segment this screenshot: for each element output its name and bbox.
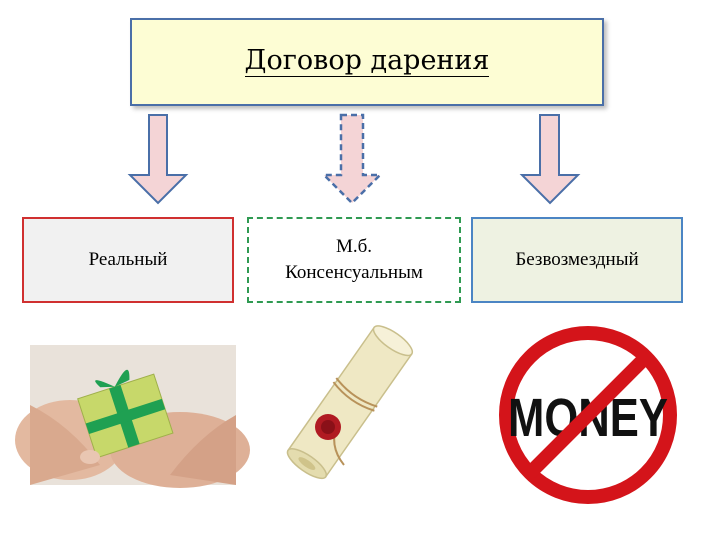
arrow-down-icon-right [519, 114, 581, 205]
gift-in-hands-image [15, 345, 250, 488]
box-consensual: М.б. Консенсуальным [247, 217, 461, 303]
title-box: Договор дарения [130, 18, 604, 106]
arrow-down-icon-middle [320, 113, 384, 205]
box-real-label: Реальный [88, 249, 168, 271]
box-gratuitous-label: Безвозмездный [515, 249, 639, 271]
box-gratuitous: Безвозмездный [471, 217, 683, 303]
scroll-with-seal-image [286, 325, 414, 480]
title-text: Договор дарения [244, 45, 490, 77]
no-money-image: MONEY [499, 326, 677, 504]
arrow-down-icon-left [127, 114, 189, 205]
box-consensual-label: М.б. Консенсуальным [285, 236, 423, 283]
box-real: Реальный [22, 217, 234, 303]
